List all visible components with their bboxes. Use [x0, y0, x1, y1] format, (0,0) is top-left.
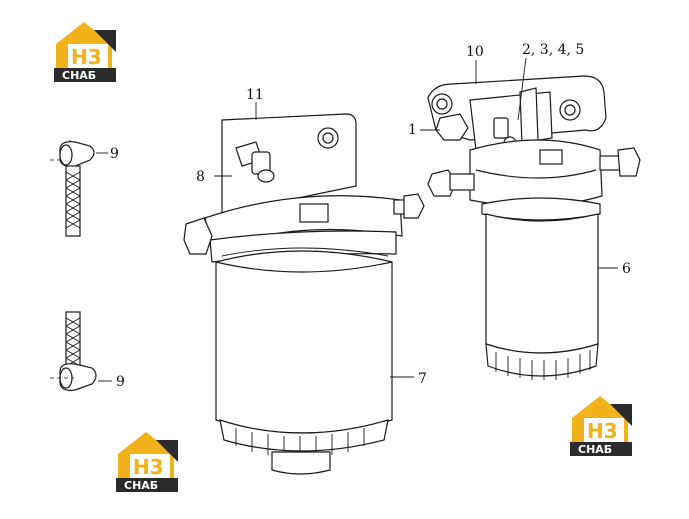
callout-7: 7	[418, 371, 427, 387]
logo-caption: CHAБ	[578, 443, 612, 456]
callout-8: 8	[196, 169, 205, 185]
callout-1: 1	[408, 122, 417, 138]
logo-mark: H3	[587, 419, 618, 443]
logo-mark: H3	[133, 455, 164, 479]
banjo-fitting-top	[50, 140, 108, 237]
logo-mark: H3	[71, 45, 102, 69]
brand-logo-bottom-right: H3 CHAБ	[570, 396, 632, 456]
logo-caption: CHAБ	[62, 69, 96, 82]
callout-10: 10	[466, 44, 484, 60]
callout-6: 6	[622, 261, 631, 277]
callout-11: 11	[246, 87, 264, 103]
left-filter-assembly	[183, 102, 425, 475]
brand-logo-bottom-left: H3 CHAБ	[116, 432, 178, 492]
brand-logo-top-left: H3 CHAБ	[54, 22, 116, 82]
banjo-fitting-bottom	[50, 311, 112, 391]
right-filter-assembly	[420, 57, 641, 380]
callout-9-bottom: 9	[116, 374, 125, 390]
logo-caption: CHAБ	[124, 479, 158, 492]
callout-2-3-4-5: 2, 3, 4, 5	[522, 42, 584, 58]
callout-9-top: 9	[110, 146, 119, 162]
